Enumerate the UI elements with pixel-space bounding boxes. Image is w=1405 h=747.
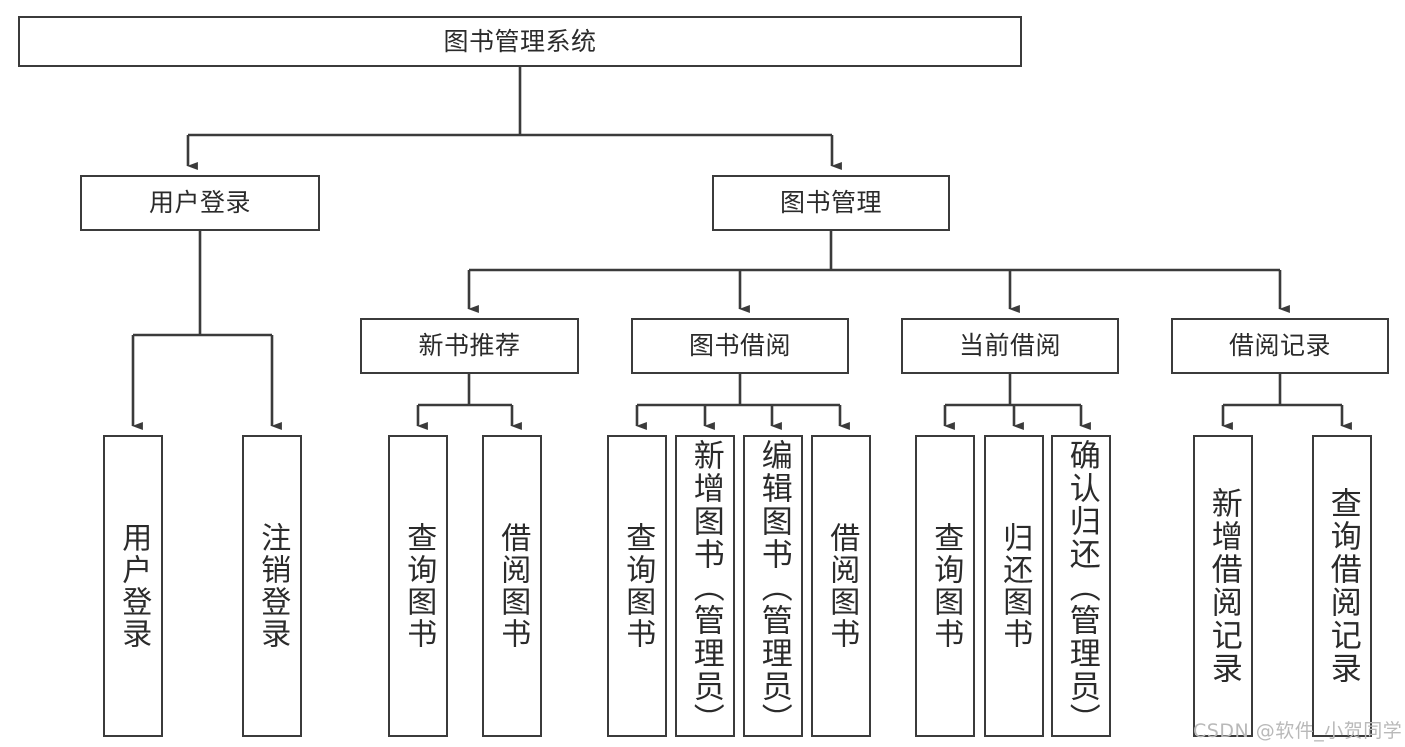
- node-label: 新增借阅记录: [1205, 487, 1242, 685]
- node-label: 借阅图书: [824, 522, 860, 650]
- leaf-book-borrow-borrow[interactable]: 借阅图书: [811, 435, 871, 737]
- node-label: 归还图书: [997, 522, 1033, 650]
- node-label: 注销登录: [255, 522, 291, 650]
- leaf-borrow-record-query[interactable]: 查询借阅记录: [1312, 435, 1372, 737]
- leaf-user-login-login[interactable]: 用户登录: [103, 435, 163, 737]
- node-label: 查询借阅记录: [1324, 487, 1361, 685]
- node-label: 查询图书: [928, 522, 964, 650]
- node-label: 用户登录: [148, 188, 251, 218]
- node-label: 借阅记录: [1228, 331, 1331, 361]
- node-label: 图书管理系统: [443, 26, 597, 56]
- node-label: 借阅图书: [495, 522, 531, 650]
- leaf-book-borrow-add[interactable]: 新增图书（管理员）: [675, 435, 735, 737]
- node-label: 确认归还（管理员）: [1063, 439, 1100, 736]
- watermark-text: CSDN @软件_小贺同学: [1193, 720, 1403, 742]
- node-book-borrow[interactable]: 图书借阅: [631, 318, 849, 374]
- node-root-book-management-system[interactable]: 图书管理系统: [18, 16, 1022, 67]
- node-label: 图书借阅: [688, 331, 791, 361]
- leaf-user-login-logout[interactable]: 注销登录: [242, 435, 302, 737]
- leaf-book-borrow-edit[interactable]: 编辑图书（管理员）: [743, 435, 803, 737]
- leaf-current-borrow-return[interactable]: 归还图书: [984, 435, 1044, 737]
- node-label: 编辑图书（管理员）: [755, 439, 792, 736]
- node-book-management[interactable]: 图书管理: [712, 175, 950, 231]
- leaf-book-borrow-query[interactable]: 查询图书: [607, 435, 667, 737]
- node-label: 查询图书: [401, 522, 437, 650]
- node-label: 用户登录: [116, 522, 152, 650]
- node-label: 查询图书: [620, 522, 656, 650]
- node-current-borrow[interactable]: 当前借阅: [901, 318, 1119, 374]
- leaf-new-book-borrow[interactable]: 借阅图书: [482, 435, 542, 737]
- node-label: 新书推荐: [418, 331, 521, 361]
- node-label: 图书管理: [779, 188, 882, 218]
- leaf-current-borrow-query[interactable]: 查询图书: [915, 435, 975, 737]
- node-label: 新增图书（管理员）: [687, 439, 724, 736]
- node-user-login[interactable]: 用户登录: [80, 175, 320, 231]
- node-borrow-record[interactable]: 借阅记录: [1171, 318, 1389, 374]
- leaf-new-book-query[interactable]: 查询图书: [388, 435, 448, 737]
- node-label: 当前借阅: [958, 331, 1061, 361]
- leaf-current-borrow-confirm-return[interactable]: 确认归还（管理员）: [1051, 435, 1111, 737]
- node-new-book-recommend[interactable]: 新书推荐: [360, 318, 579, 374]
- leaf-borrow-record-add[interactable]: 新增借阅记录: [1193, 435, 1253, 737]
